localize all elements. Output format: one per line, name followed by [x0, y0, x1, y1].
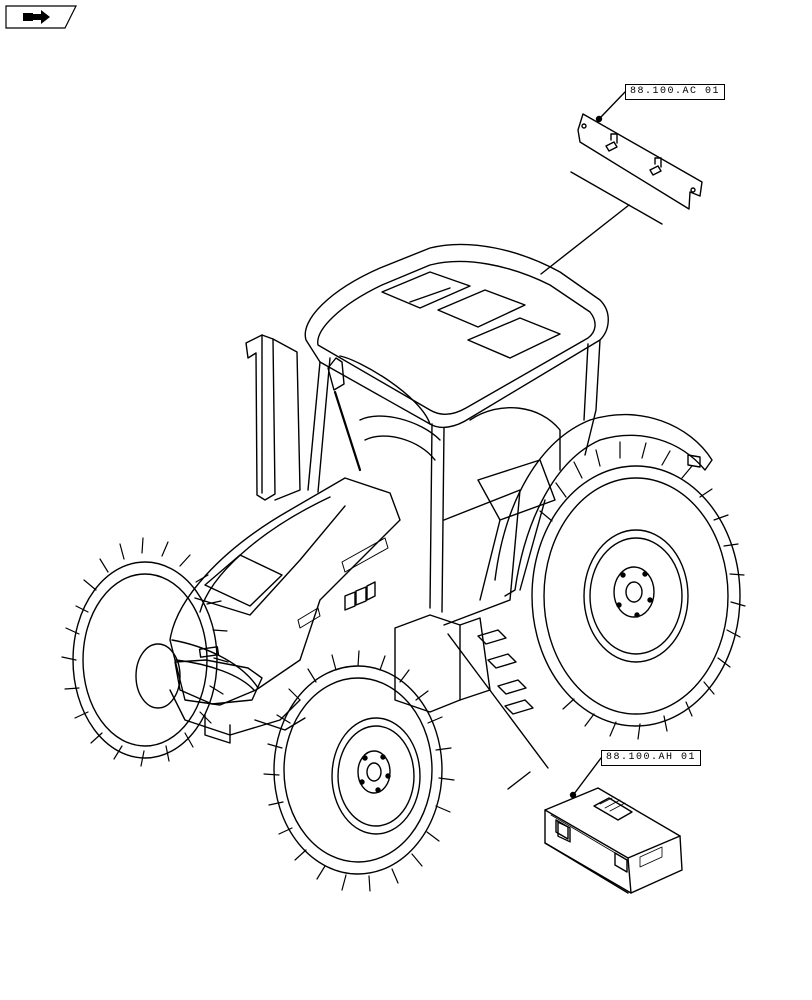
front-chassis — [169, 689, 306, 744]
callout-text: 88.100.AC 01 — [630, 86, 721, 97]
callout-leader-toolbox — [569, 757, 602, 799]
roof-bracket-part — [577, 113, 703, 210]
toolbox-indicator-lines — [447, 633, 549, 790]
front-right-wheel — [263, 650, 455, 892]
rear-fender — [494, 413, 713, 597]
hood — [169, 477, 401, 706]
rear-wheel — [531, 441, 746, 740]
exhaust-stack — [245, 334, 301, 501]
page-navigation-arrow-icon — [23, 10, 50, 24]
toolbox-part — [544, 787, 683, 894]
cab — [304, 243, 609, 626]
callout-text: 88.100.AH 01 — [606, 752, 697, 763]
callout-leader-roof-bracket — [595, 91, 626, 123]
page-navigation-tab[interactable] — [5, 5, 77, 29]
roof-indicator-lines — [540, 171, 663, 275]
callout-label-roof-bracket[interactable]: 88.100.AC 01 — [625, 84, 726, 100]
tractor-drawing — [61, 243, 746, 892]
front-left-wheel — [61, 537, 229, 767]
cab-steps — [394, 614, 534, 715]
